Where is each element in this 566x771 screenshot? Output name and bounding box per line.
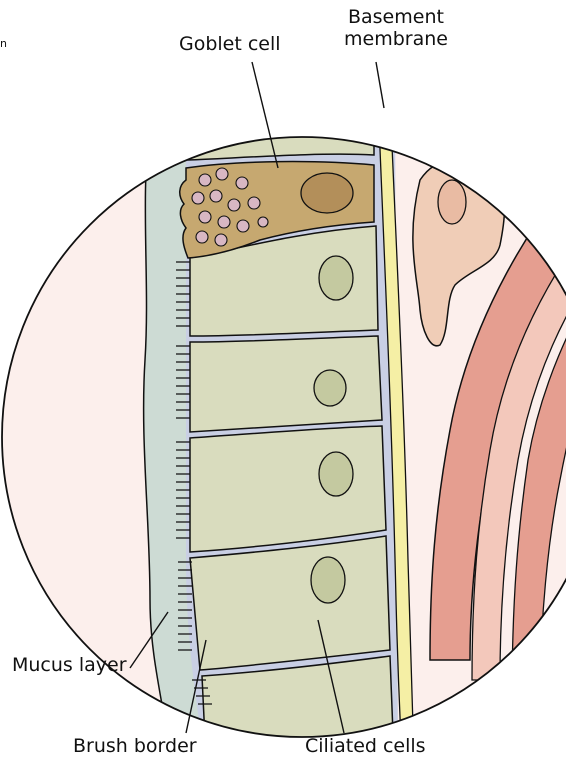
brush-border-label: Brush border <box>73 736 197 758</box>
nucleus <box>311 557 345 603</box>
basement-membrane-label: Basement membrane <box>344 7 448 51</box>
nucleus <box>319 452 353 496</box>
ciliated-cells-label: Ciliated cells <box>305 736 426 758</box>
cell-5 <box>190 536 390 670</box>
goblet-nucleus <box>301 173 353 213</box>
connective-cell-nucleus <box>438 180 466 224</box>
nucleus <box>314 370 346 406</box>
basement-label-line2: membrane <box>344 29 448 51</box>
basement-label-line1: Basement <box>344 7 448 29</box>
cell-3 <box>190 336 382 432</box>
corner-text-fragment: n <box>0 38 7 51</box>
nucleus <box>310 99 350 131</box>
nucleus <box>319 256 353 300</box>
mucus-layer-label: Mucus layer <box>12 655 127 677</box>
basement-leader <box>376 62 384 108</box>
goblet-cell-label: Goblet cell <box>179 34 281 56</box>
cell-4 <box>190 426 386 552</box>
